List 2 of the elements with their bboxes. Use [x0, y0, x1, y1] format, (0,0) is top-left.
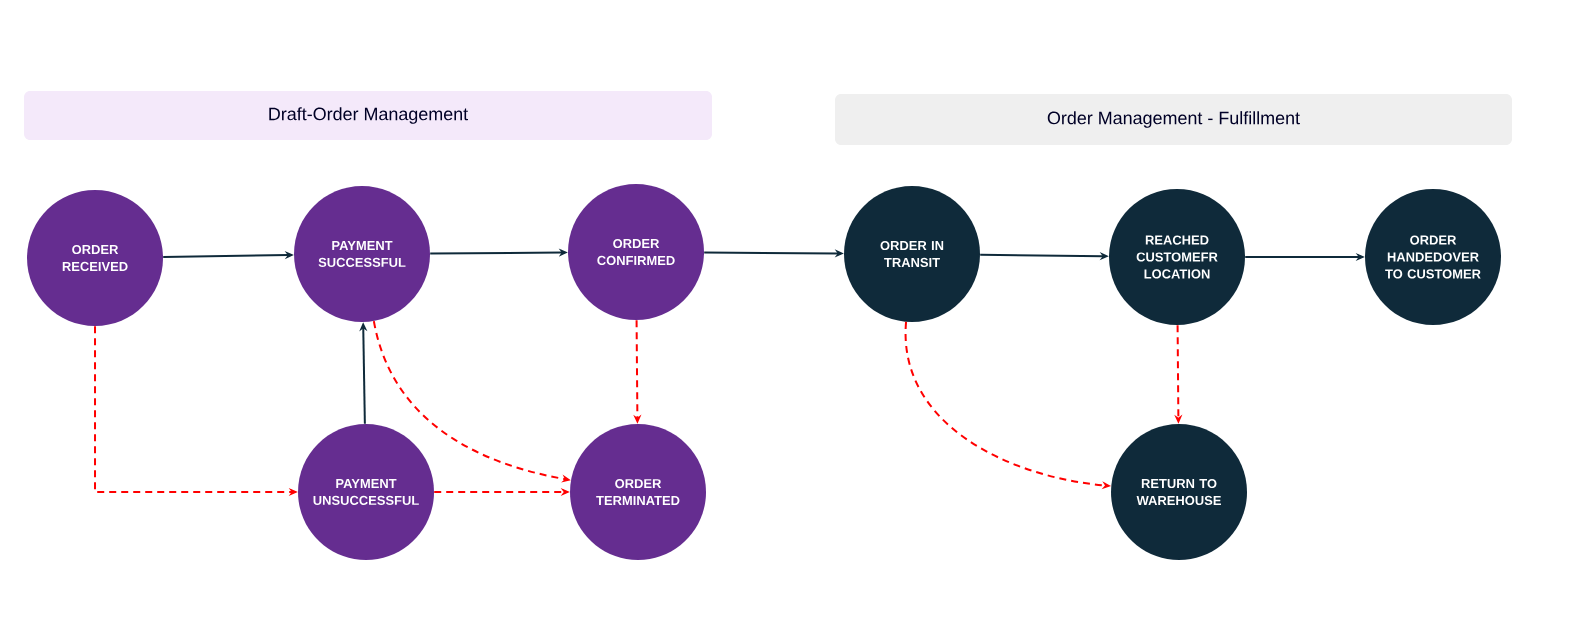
section-band: Draft-Order Management [24, 91, 712, 140]
section-band: Order Management - Fulfillment [835, 94, 1512, 145]
